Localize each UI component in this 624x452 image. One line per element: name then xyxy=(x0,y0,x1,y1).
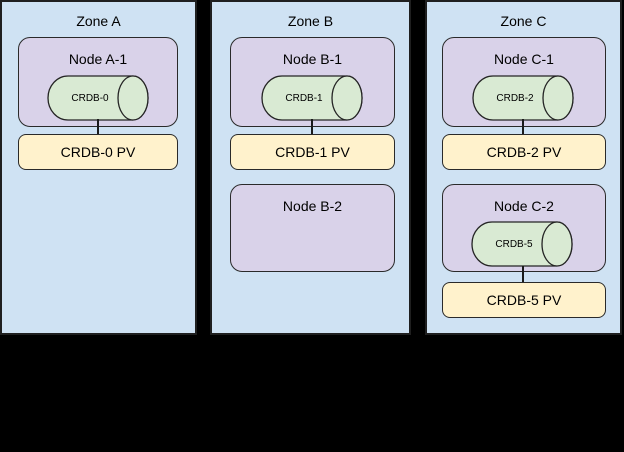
crdb-1-pv-label: CRDB-1 PV xyxy=(275,144,350,160)
crdb-5-pv-box: CRDB-5 PV xyxy=(442,282,606,318)
crdb-0-pv-label: CRDB-0 PV xyxy=(60,144,136,160)
node-b-1-title: Node B-1 xyxy=(282,51,343,67)
crdb-2-pv-label: CRDB-2 PV xyxy=(486,144,562,160)
crdb-0-database-cylinder: CRDB-0 xyxy=(47,75,149,121)
zone-c-title: Zone C xyxy=(500,13,547,29)
node-b-2: Node B-2 xyxy=(230,184,395,272)
crdb-5-label: CRDB-5 xyxy=(495,238,533,250)
crdb-1-database-cylinder: CRDB-1 xyxy=(261,75,363,121)
node-c-2: Node C-2 CRDB-5 xyxy=(442,184,606,272)
crdb-1-pv-box: CRDB-1 PV xyxy=(230,134,395,170)
crdb-0-label: CRDB-0 xyxy=(71,92,109,104)
node-a-1-title: Node A-1 xyxy=(68,51,128,67)
connector-crdb-2-to-pv xyxy=(522,119,524,135)
zone-a: Zone A Node A-1 CRDB-0 CRDB-0 PV xyxy=(0,0,197,335)
database-cylinder-icon xyxy=(471,221,573,267)
zone-b-title: Zone B xyxy=(287,13,334,29)
crdb-5-database-cylinder: CRDB-5 xyxy=(471,221,573,267)
crdb-1-label: CRDB-1 xyxy=(285,92,323,104)
database-cylinder-icon xyxy=(472,75,574,121)
crdb-2-label: CRDB-2 xyxy=(496,92,534,104)
connector-crdb-1-to-pv xyxy=(311,119,313,135)
node-b-2-title: Node B-2 xyxy=(282,198,343,214)
connector-crdb-5-to-pv xyxy=(522,266,524,283)
zone-a-title: Zone A xyxy=(76,13,121,29)
zone-b: Zone B Node B-1 CRDB-1 CRDB-1 PV Node B-… xyxy=(210,0,411,335)
crdb-0-pv-box: CRDB-0 PV xyxy=(18,134,178,170)
crdb-5-pv-label: CRDB-5 PV xyxy=(486,292,562,308)
node-c-1: Node C-1 CRDB-2 xyxy=(442,37,606,127)
database-cylinder-icon xyxy=(261,75,363,121)
connector-crdb-0-to-pv xyxy=(97,119,99,135)
node-a-1: Node A-1 CRDB-0 xyxy=(18,37,178,127)
node-b-1: Node B-1 CRDB-1 xyxy=(230,37,395,127)
crdb-2-database-cylinder: CRDB-2 xyxy=(472,75,574,121)
node-c-2-title: Node C-2 xyxy=(494,198,554,214)
database-cylinder-icon xyxy=(47,75,149,121)
crdb-2-pv-box: CRDB-2 PV xyxy=(442,134,606,170)
zone-c: Zone C Node C-1 CRDB-2 CRDB-2 PV Node C-… xyxy=(425,0,622,335)
node-c-1-title: Node C-1 xyxy=(494,51,554,67)
